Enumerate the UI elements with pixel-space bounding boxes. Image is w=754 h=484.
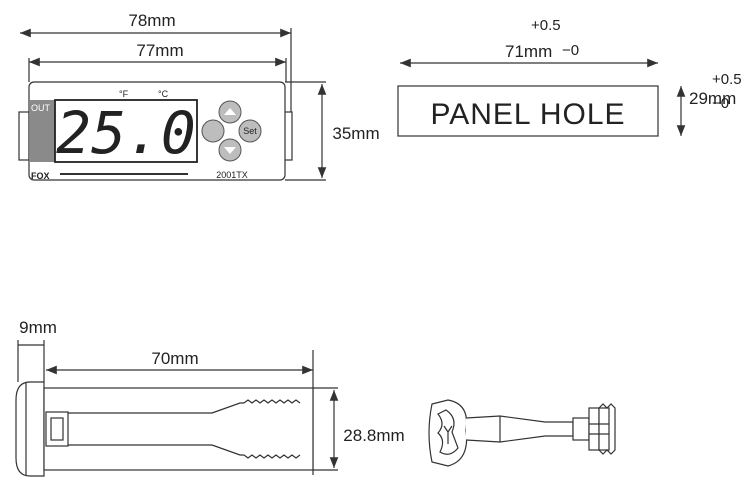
- display-value: 25.0: [56, 99, 196, 167]
- overall-width-label: 78mm: [128, 11, 175, 30]
- panel-height-tol-plus: +0.5: [712, 71, 742, 88]
- clamp-claw-inner: [437, 409, 459, 455]
- panel-width-tol-plus: +0.5: [531, 17, 561, 34]
- upper-thread: [243, 399, 301, 404]
- lower-rail-taper: [211, 444, 244, 456]
- button-cluster: [201, 100, 262, 162]
- left-clip: [18, 111, 30, 161]
- front-height-label: 35mm: [332, 124, 379, 143]
- up-arrow-icon: [224, 108, 236, 115]
- panel-hole-view: [397, 58, 686, 137]
- upper-rail-taper: [211, 402, 244, 414]
- panel-height-label: 29mm: [689, 89, 736, 108]
- clamp-screw-head-left: [588, 407, 600, 451]
- lower-thread: [243, 454, 301, 459]
- body-length-label: 70mm: [151, 349, 198, 368]
- out-label: OUT: [31, 103, 51, 113]
- panel-height-tol-minus: −0: [712, 95, 729, 112]
- side-view: [15, 340, 339, 477]
- panel-width-tol-minus: −0: [562, 42, 579, 59]
- mounting-clamp: [428, 399, 616, 467]
- left-button[interactable]: [201, 119, 225, 143]
- unit-c-label: °C: [158, 89, 169, 99]
- clamp-screw-head-right: [598, 407, 610, 451]
- bezel-depth-label: 9mm: [19, 318, 57, 337]
- bezel-width-label: 77mm: [136, 41, 183, 60]
- clamp-screw-collar: [572, 417, 590, 441]
- brand-label: FOX: [31, 171, 50, 181]
- model-label: 2001TX: [216, 170, 248, 180]
- out-strip: [30, 100, 55, 162]
- set-button-label: Set: [243, 126, 257, 136]
- side-bezel: [15, 381, 45, 477]
- panel-width-label: 71mm: [505, 42, 552, 61]
- down-arrow-icon: [224, 147, 236, 154]
- display-window: [54, 99, 198, 163]
- panel-hole-rect: [397, 85, 659, 137]
- clamp-spring: [443, 425, 453, 444]
- panel-hole-label: PANEL HOLE: [430, 98, 625, 131]
- side-body: [43, 387, 314, 471]
- body-height-label: 28.8mm: [343, 426, 404, 445]
- clamp-shaft: [465, 415, 574, 443]
- unit-f-label: °F: [119, 89, 129, 99]
- clamp-screw-thread: [598, 403, 616, 455]
- side-clip-inner: [50, 417, 64, 441]
- set-button[interactable]: [238, 119, 262, 143]
